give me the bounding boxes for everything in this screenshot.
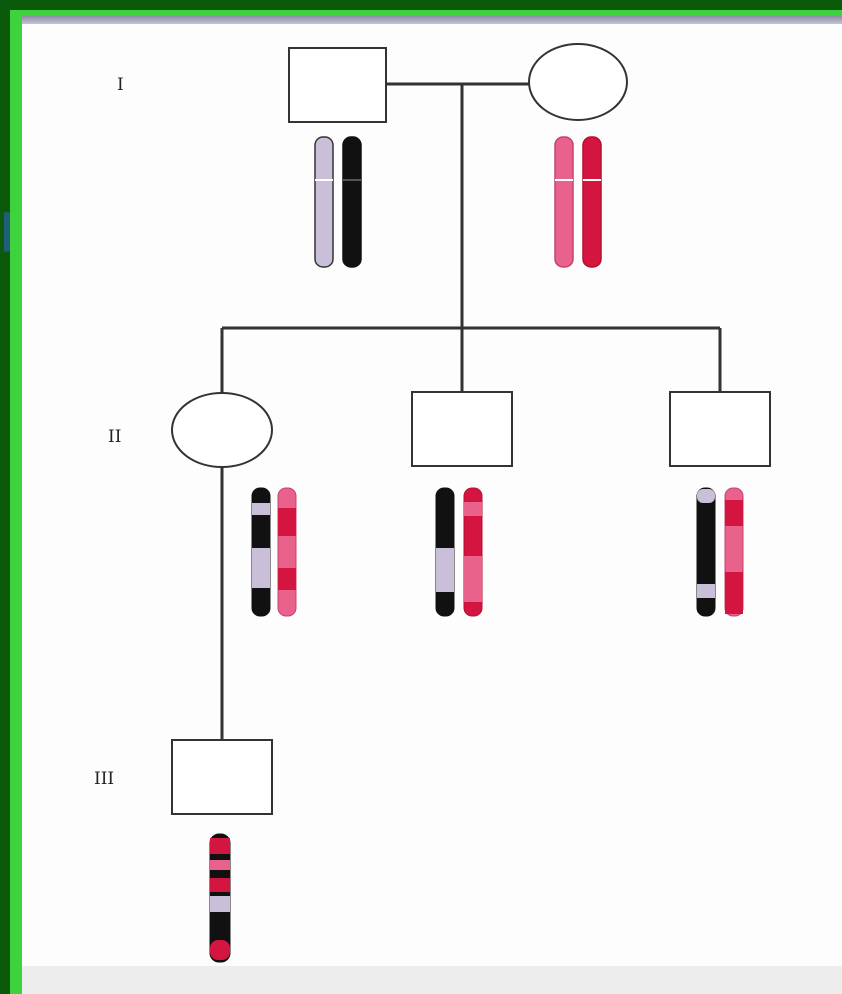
male-symbol-ii-3 bbox=[669, 391, 771, 467]
chromosome-red bbox=[582, 136, 602, 268]
chromosome-pink bbox=[554, 136, 574, 268]
male-symbol-ii-2 bbox=[411, 391, 513, 467]
chromosome-lavender bbox=[314, 136, 334, 268]
chromosome-pair-i-1 bbox=[314, 136, 362, 268]
pedigree-lines bbox=[220, 82, 722, 740]
chromosome-recombinant-pink bbox=[277, 487, 297, 617]
chromosome-pair-ii-1 bbox=[251, 487, 297, 617]
chromosome-pair-ii-3 bbox=[696, 487, 744, 617]
top-strip bbox=[22, 16, 842, 24]
female-symbol-i-2 bbox=[528, 43, 628, 121]
generation-label-ii: II bbox=[108, 427, 121, 447]
generation-label-iii: III bbox=[94, 769, 114, 789]
male-symbol-i-1 bbox=[288, 47, 387, 123]
bottom-strip bbox=[22, 966, 842, 994]
male-symbol-iii-1 bbox=[171, 739, 273, 815]
chromosome-pair-i-2 bbox=[554, 136, 602, 268]
generation-label-i: I bbox=[117, 75, 124, 95]
female-symbol-ii-1 bbox=[171, 392, 273, 468]
chromosome-pair-ii-2 bbox=[435, 487, 483, 617]
chromosome-iii-1 bbox=[209, 833, 231, 963]
chromosome-black bbox=[342, 136, 362, 268]
